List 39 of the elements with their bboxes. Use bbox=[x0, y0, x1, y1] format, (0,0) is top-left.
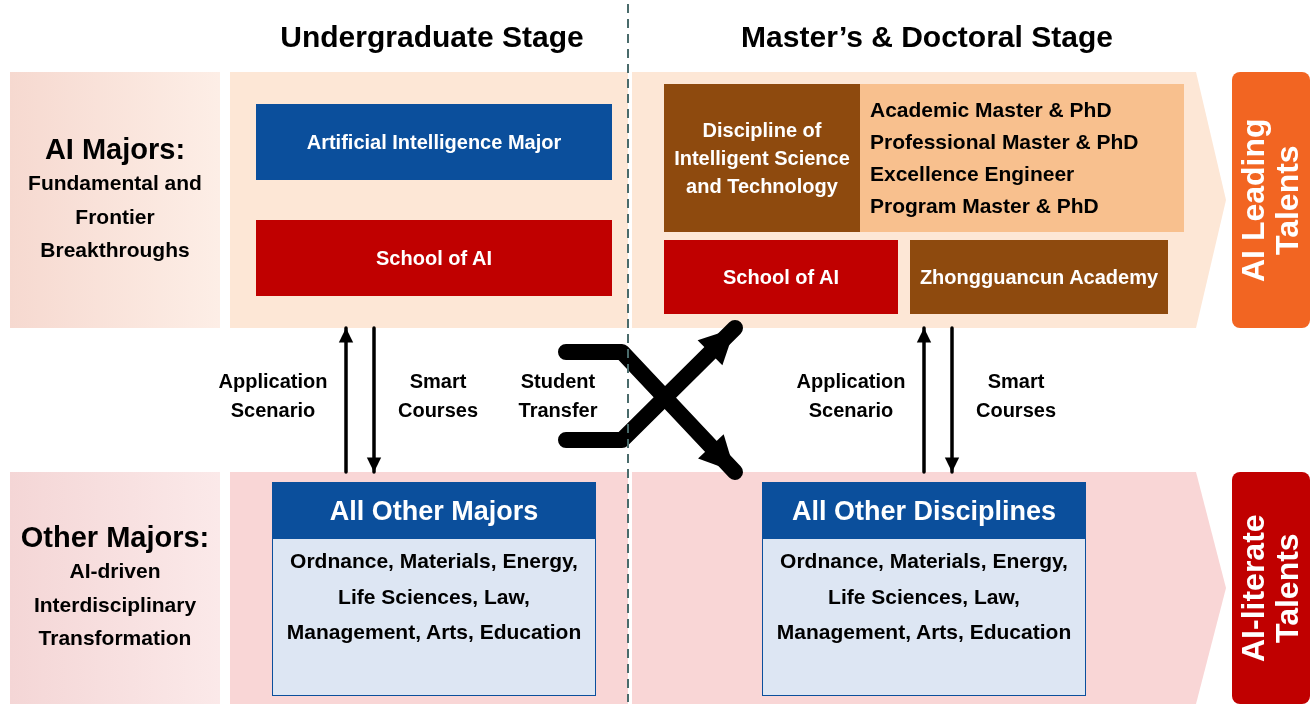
majors-panel bbox=[230, 472, 628, 704]
degree-text: Academic Master & PhD bbox=[870, 98, 1113, 122]
program-panel bbox=[632, 72, 1226, 328]
stage-label-panel bbox=[10, 72, 220, 328]
degree-list-box bbox=[860, 84, 1184, 232]
program-box: Artificial Intelligence Major bbox=[256, 104, 612, 180]
school-box: School of AI bbox=[256, 220, 612, 296]
stage-description: AI-driven Interdisciplinary Transformation bbox=[32, 558, 198, 652]
outcome-tab bbox=[1232, 72, 1310, 328]
stage-heading: Other Majors: bbox=[20, 521, 210, 555]
card-header: All Other Majors bbox=[273, 483, 595, 539]
academy-box: Zhongguancun Academy bbox=[910, 240, 1168, 314]
majors-card bbox=[762, 482, 1086, 696]
arrow bbox=[366, 326, 382, 474]
outcome-label: AI-literate Talents bbox=[1237, 513, 1305, 664]
majors-panel bbox=[632, 472, 1226, 704]
card-body-text: Ordnance, Materials, Energy, Life Sciences, Law, Management, Arts, Education bbox=[775, 548, 1073, 646]
majors-card bbox=[272, 482, 596, 696]
degree-text: Program Master & PhD bbox=[870, 194, 1100, 218]
program-panel bbox=[230, 72, 628, 328]
column-heading: Undergraduate Stage bbox=[279, 19, 585, 56]
outcome-label: AI Leading Talents bbox=[1237, 117, 1305, 284]
arrow-label: Student Transfer bbox=[517, 369, 599, 423]
arrow bbox=[558, 344, 743, 480]
arrow bbox=[944, 326, 960, 474]
school-box: School of AI bbox=[664, 240, 898, 314]
arrow bbox=[916, 326, 932, 474]
arrow bbox=[558, 320, 743, 448]
stage-label-panel bbox=[10, 472, 220, 704]
arrow bbox=[338, 326, 354, 474]
card-header: All Other Disciplines bbox=[763, 483, 1085, 539]
stage-heading: AI Majors: bbox=[44, 133, 186, 167]
card-body-text: Ordnance, Materials, Energy, Life Sciences, Law, Management, Arts, Education bbox=[285, 548, 583, 646]
degree-text: Professional Master & PhD bbox=[870, 130, 1140, 154]
outcome-tab bbox=[1232, 472, 1310, 704]
stage-description: Fundamental and Frontier Breakthroughs bbox=[27, 170, 203, 264]
degree-text: Excellence Engineer bbox=[870, 162, 1076, 186]
discipline-box: Discipline of Intelligent Science and Technology bbox=[664, 84, 860, 232]
column-heading: Master’s & Doctoral Stage bbox=[740, 19, 1114, 56]
